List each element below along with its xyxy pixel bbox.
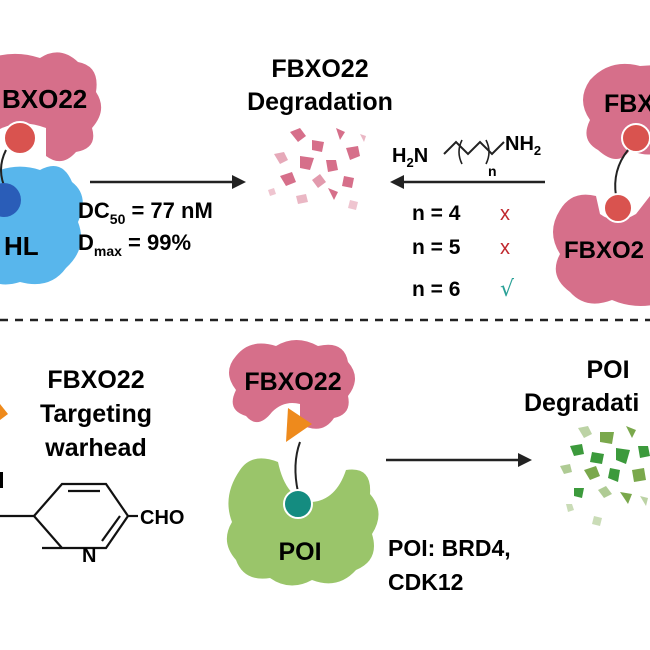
top-right: H2N n NH2 n = 4 x n = 5 x n = 6 √ FBX FB… [390, 63, 650, 306]
h2n-label: H2N [392, 145, 428, 170]
poi-degradation-title-1: POI [586, 356, 629, 384]
top-center: FBXO22 Degradation DC50 = 77 nM Dmax [78, 55, 393, 259]
top-left-complex: BXO22 HL [0, 52, 102, 285]
bottom-left: FBXO22 Targeting warhead CHO N [0, 366, 184, 567]
cross-mark-n5: x [500, 237, 510, 259]
chain-bracket-right [485, 139, 490, 165]
condition-n5: n = 5 [412, 236, 461, 259]
dmax-label: Dmax = 99% [78, 230, 191, 259]
cross-mark-n4: x [500, 203, 510, 225]
check-mark-n6: √ [500, 277, 515, 302]
warhead-title-3: warhead [44, 434, 146, 462]
bottom-right: POI Degradati [524, 356, 650, 526]
condition-n4: n = 4 [412, 202, 461, 225]
warhead-title-2: Targeting [40, 400, 152, 428]
poi-fragments [560, 426, 650, 526]
cho-label: CHO [140, 507, 184, 529]
fbxo22-label-top-left: BXO22 [2, 84, 87, 114]
arrowhead-right-to-center [390, 175, 404, 189]
fbxo22-degradation-title-2: Degradation [247, 88, 393, 116]
ligand-blue-circle [0, 183, 21, 217]
poi-degradation-title-2: Degradati [524, 389, 639, 417]
ligand-red-circle-top-right [621, 123, 650, 153]
poi-linker [294, 441, 301, 493]
dc50-label: DC50 = 77 nM [78, 198, 213, 227]
cropped-glyph [0, 472, 3, 488]
fbxo22-label-bottom: FBXO22 [244, 368, 341, 396]
condition-n6: n = 6 [412, 278, 460, 301]
fbxo22-label-bottom-right: FBXO2 [564, 237, 644, 264]
warhead-triangle [286, 408, 312, 442]
arrowhead-to-poi-degradation [518, 453, 532, 467]
fbxo22-blob-bottom-right [553, 194, 650, 306]
arrowhead-left-to-center [232, 175, 246, 189]
diamine-chain [443, 140, 505, 156]
ligand-red-circle-bottom-right [603, 193, 633, 223]
fbxo22-blob-bottom [229, 340, 355, 429]
pyridine-structure [0, 482, 138, 550]
poi-blob [226, 458, 379, 586]
poi-caption-1: POI: BRD4, [388, 535, 511, 561]
warhead-title-1: FBXO22 [47, 366, 144, 394]
fbxo22-blob-top-left [0, 52, 102, 162]
teal-ligand-circle [283, 489, 313, 519]
chain-bracket-left [458, 139, 463, 165]
poi-caption-2: CDK12 [388, 569, 463, 595]
linker-line-right [614, 149, 629, 197]
fbxo22-label-top-right: FBX [604, 90, 650, 118]
warhead-triangle-left [0, 404, 8, 420]
fbxo22-degradation-title-1: FBXO22 [271, 55, 368, 83]
ligand-red-circle [3, 121, 37, 155]
vhl-blob [0, 166, 83, 285]
nh2-label: NH2 [505, 133, 541, 158]
fbxo22-fragments [268, 128, 366, 210]
bottom-center: FBXO22 POI POI: BRD4, CDK12 [226, 340, 532, 595]
pyridine-n-label: N [82, 545, 96, 567]
poi-label: POI [278, 538, 321, 566]
chain-n-subscript: n [488, 163, 497, 179]
vhl-label: HL [4, 231, 39, 261]
